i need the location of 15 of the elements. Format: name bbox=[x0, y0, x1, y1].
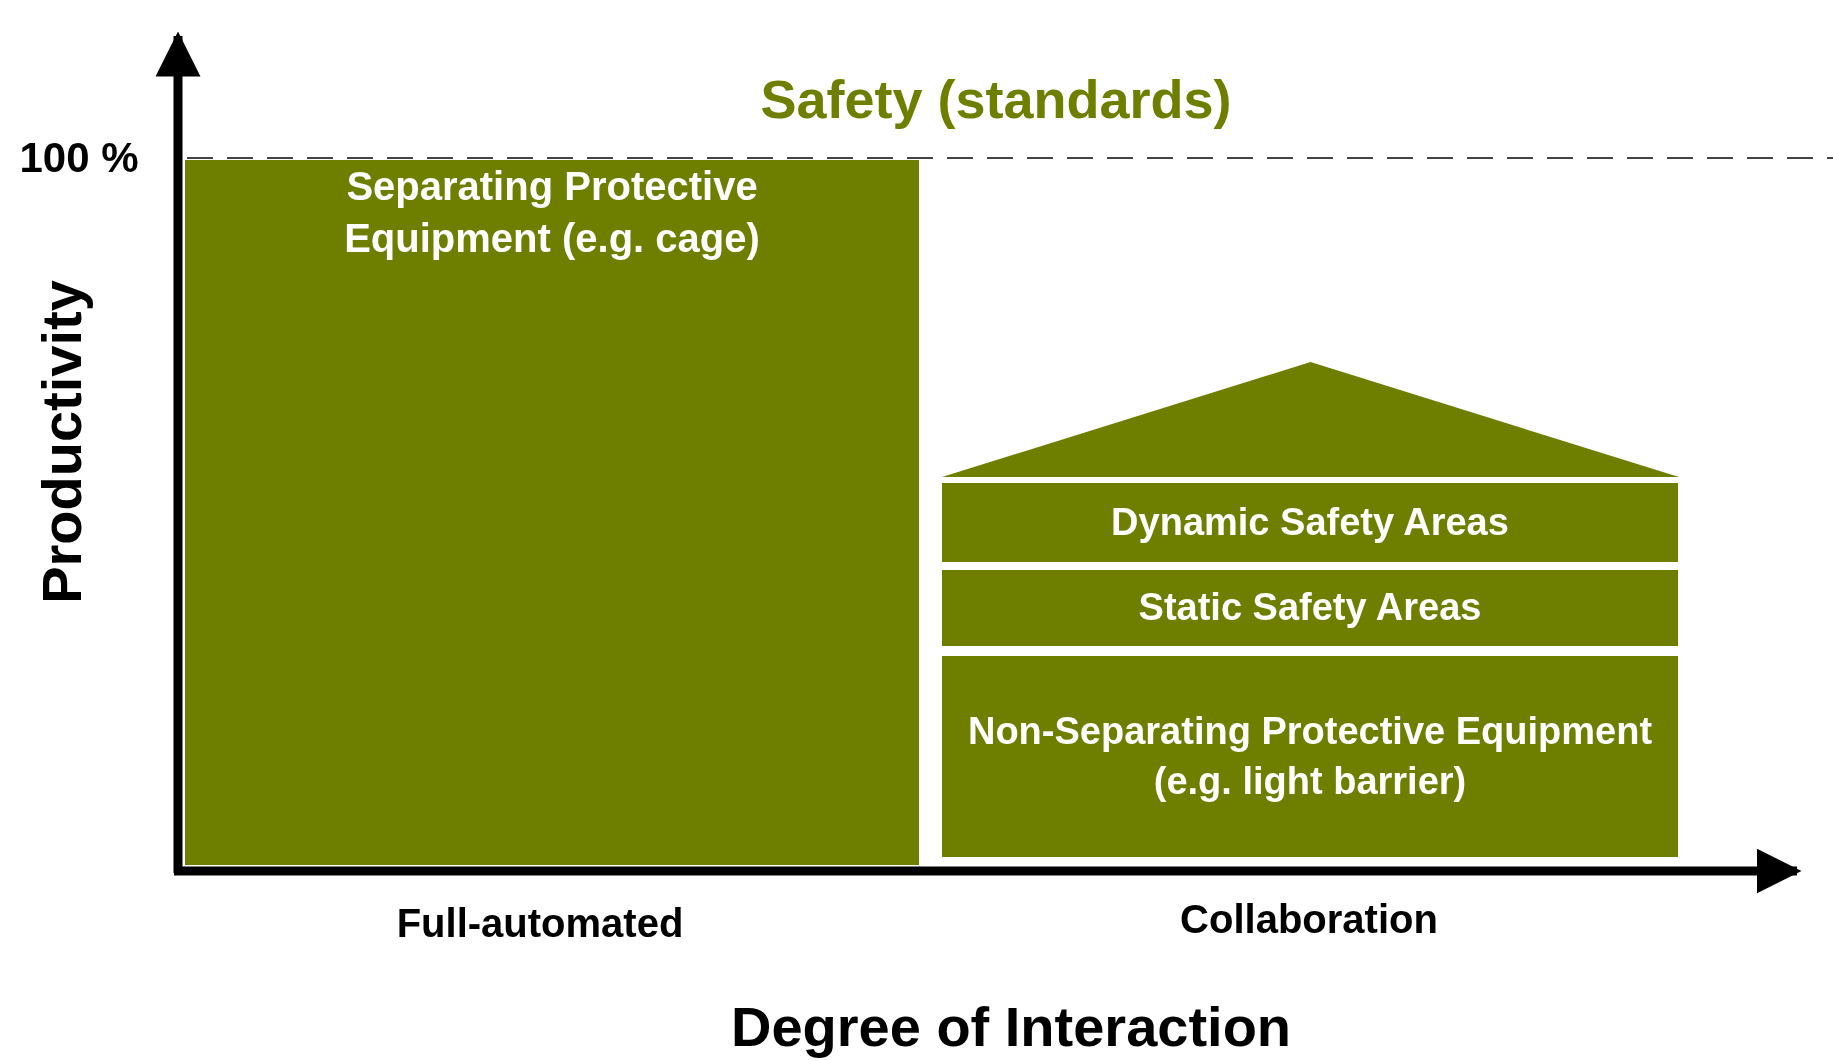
protection-block bbox=[942, 656, 1678, 857]
axis-title: Degree of Interaction bbox=[730, 993, 1292, 1059]
block-label: Static Safety Areas bbox=[1138, 585, 1482, 631]
protection-block bbox=[185, 160, 919, 865]
category-label: Full-automated bbox=[396, 900, 684, 946]
axis-title: Productivity bbox=[28, 280, 94, 604]
category-label: Collaboration bbox=[1180, 896, 1438, 942]
roof-triangle bbox=[942, 362, 1679, 477]
protection-block bbox=[942, 570, 1678, 646]
protection-block bbox=[942, 483, 1678, 562]
block-label: Dynamic Safety Areas bbox=[1111, 499, 1509, 545]
block-label: Separating Protective Equipment (e.g. cage) bbox=[343, 163, 761, 262]
axis-tick-label: 100 % bbox=[19, 134, 139, 182]
block-label: Non-Separating Protective Equipment (e.g. light barrier) bbox=[966, 709, 1654, 804]
title: Safety (standards) bbox=[760, 68, 1232, 130]
